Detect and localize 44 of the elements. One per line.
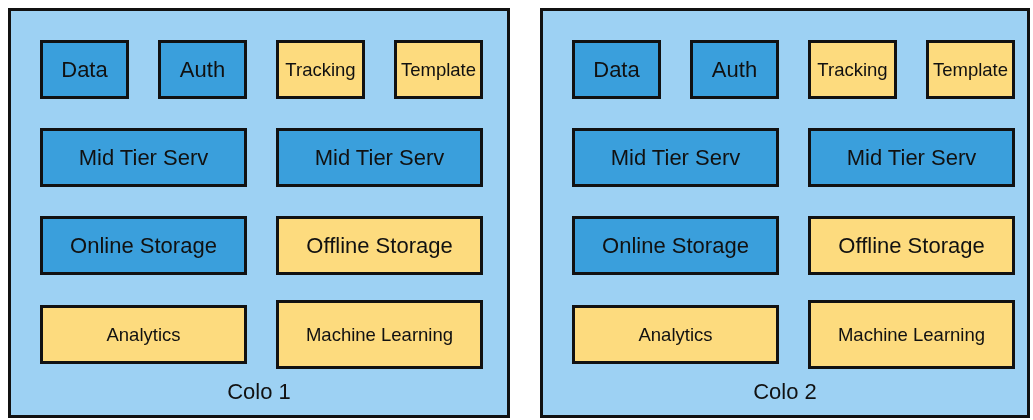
box-label: Auth [179, 56, 226, 83]
service-box [572, 216, 779, 275]
colo-panel [8, 8, 510, 418]
box-label: Analytics [638, 323, 713, 346]
box-label: Online Storage [602, 232, 749, 259]
service-box [276, 300, 483, 369]
box-label: Offline Storage [838, 232, 985, 259]
service-box [808, 216, 1015, 275]
box-label: Auth [711, 56, 758, 83]
service-box [926, 40, 1015, 99]
box-label: Machine Learning [837, 323, 986, 346]
service-box [572, 128, 779, 187]
service-box [808, 40, 897, 99]
panel-label: Colo 1 [227, 379, 291, 405]
service-box [40, 128, 247, 187]
service-box [572, 40, 661, 99]
service-box [158, 40, 247, 99]
service-box [276, 128, 483, 187]
service-box [276, 216, 483, 275]
box-label: Offline Storage [306, 232, 453, 259]
box-label: Machine Learning [305, 323, 454, 346]
service-box [40, 40, 129, 99]
box-label: Data [61, 56, 108, 83]
box-label: Data [593, 56, 640, 83]
service-box [808, 128, 1015, 187]
box-label: Mid Tier Serv [610, 144, 741, 171]
box-label: Mid Tier Serv [78, 144, 209, 171]
panel-label: Colo 2 [753, 379, 817, 405]
service-box [572, 305, 779, 364]
box-label: Template [400, 58, 477, 81]
service-box [276, 40, 365, 99]
service-box [40, 216, 247, 275]
service-box [690, 40, 779, 99]
box-label: Tracking [285, 58, 356, 81]
box-label: Mid Tier Serv [314, 144, 445, 171]
service-box [808, 300, 1015, 369]
box-label: Analytics [106, 323, 181, 346]
box-label: Template [932, 58, 1009, 81]
colo-panel [540, 8, 1030, 418]
box-label: Online Storage [70, 232, 217, 259]
box-label: Mid Tier Serv [846, 144, 977, 171]
service-box [394, 40, 483, 99]
box-label: Tracking [817, 58, 888, 81]
service-box [40, 305, 247, 364]
